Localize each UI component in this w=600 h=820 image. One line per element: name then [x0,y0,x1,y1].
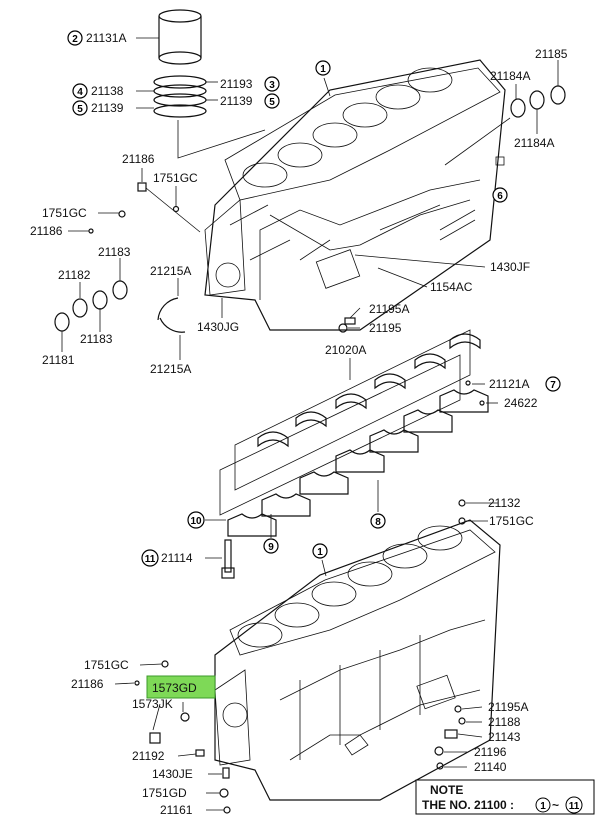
label-1154AC: 1154AC [430,280,473,294]
callout-circle-11: 11 [141,549,159,567]
note-box: NOTE THE NO. 21100 : 1 ~ 11 [415,779,595,815]
callout-circle-7: 7 [545,376,561,392]
callout-circle-3: 3 [264,76,280,92]
label-21161: 21161 [160,803,193,817]
bearing-shells-upper [257,333,481,448]
note-range-start: 1 [540,801,546,812]
label-1751GC-c: 1751GC [489,514,534,528]
label-21188: 21188 [488,715,521,729]
svg-text:7: 7 [550,380,556,391]
note-title: NOTE [430,783,463,797]
label-21215A-a: 21215A [150,264,191,278]
svg-text:1: 1 [320,64,326,75]
callout-circle-6: 6 [492,187,508,203]
label-21020A: 21020A [325,343,366,357]
label-21121A: 21121A [489,377,529,391]
label-1573GD[interactable]: 1573GD [152,681,197,695]
callout-circle-5b: 5 [264,93,280,109]
callout-circle-1-bottom: 1 [312,543,328,559]
label-24622: 24622 [504,396,538,410]
main-bearing-group [219,329,489,537]
label-21186-a: 21186 [122,152,155,166]
svg-text:10: 10 [190,516,202,527]
crank-bushings [54,280,128,332]
callout-circle-9: 9 [263,538,279,554]
label-21193: 21193 [220,77,253,91]
label-21195A-b: 21195A [488,700,528,714]
callout-circle-5: 5 [72,100,88,116]
label-21185: 21185 [535,47,568,61]
highlight-box-1573GD [146,675,216,699]
svg-text:2: 2 [72,34,78,45]
label-21131A: 21131A [86,31,126,45]
label-1751GC-b: 1751GC [42,206,87,220]
piston-rings [153,75,266,159]
lower-engine-block [214,519,501,801]
note-range-sep: ~ [552,798,559,812]
leader-lines [61,37,559,811]
callout-circle-8: 8 [370,513,386,529]
label-1430JF: 1430JF [490,260,530,274]
label-21186-b: 21186 [30,224,63,238]
cam-bushings [444,85,566,166]
label-1573JK: 1573JK [132,697,173,711]
cylinder-liner [158,9,202,65]
label-21143: 21143 [488,730,521,744]
svg-text:1: 1 [317,547,323,558]
svg-text:3: 3 [269,80,275,91]
part-labels: 21131A 21138 21139 21193 21139 21185 211… [30,31,568,817]
label-21196: 21196 [474,745,507,759]
label-1751GD: 1751GD [142,786,187,800]
upper-engine-block [204,59,506,331]
callout-circle-10: 10 [187,511,205,529]
label-21138: 21138 [91,84,124,98]
label-1751GC-d: 1751GC [84,658,129,672]
label-21182: 21182 [58,268,91,282]
note-text: THE NO. 21100 : [422,798,514,812]
svg-text:11: 11 [145,554,156,565]
main-bolt [221,539,235,579]
svg-text:6: 6 [497,191,503,202]
label-21186-c: 21186 [71,677,104,691]
label-21139: 21139 [91,101,124,115]
svg-text:5: 5 [269,97,275,108]
bearing-caps [227,389,489,537]
label-21114: 21114 [161,551,193,565]
callout-circle-4: 4 [72,83,88,99]
label-21215A-b: 21215A [150,362,191,376]
label-1430JG: 1430JG [197,320,239,334]
label-21184A-top: 21184A [490,69,530,83]
svg-text:8: 8 [375,517,381,528]
label-21181: 21181 [42,353,75,367]
svg-text:4: 4 [77,87,83,98]
svg-text:5: 5 [77,104,83,115]
label-21192: 21192 [132,749,165,763]
callout-circle-1-top: 1 [315,60,331,76]
label-21139-right: 21139 [220,94,253,108]
label-21184A-bottom: 21184A [514,136,554,150]
label-21183-b: 21183 [80,332,113,346]
label-21195: 21195 [369,321,402,335]
label-21195A-a: 21195A [369,302,409,316]
label-21132: 21132 [488,496,521,510]
label-1430JE: 1430JE [152,767,193,781]
label-21183-a: 21183 [98,245,131,259]
callout-circle-2: 2 [67,30,83,46]
label-21140: 21140 [474,760,507,774]
svg-text:9: 9 [268,542,274,553]
thrust-washers [157,297,186,333]
label-1751GC-a: 1751GC [153,171,198,185]
note-range-end: 11 [569,801,580,812]
